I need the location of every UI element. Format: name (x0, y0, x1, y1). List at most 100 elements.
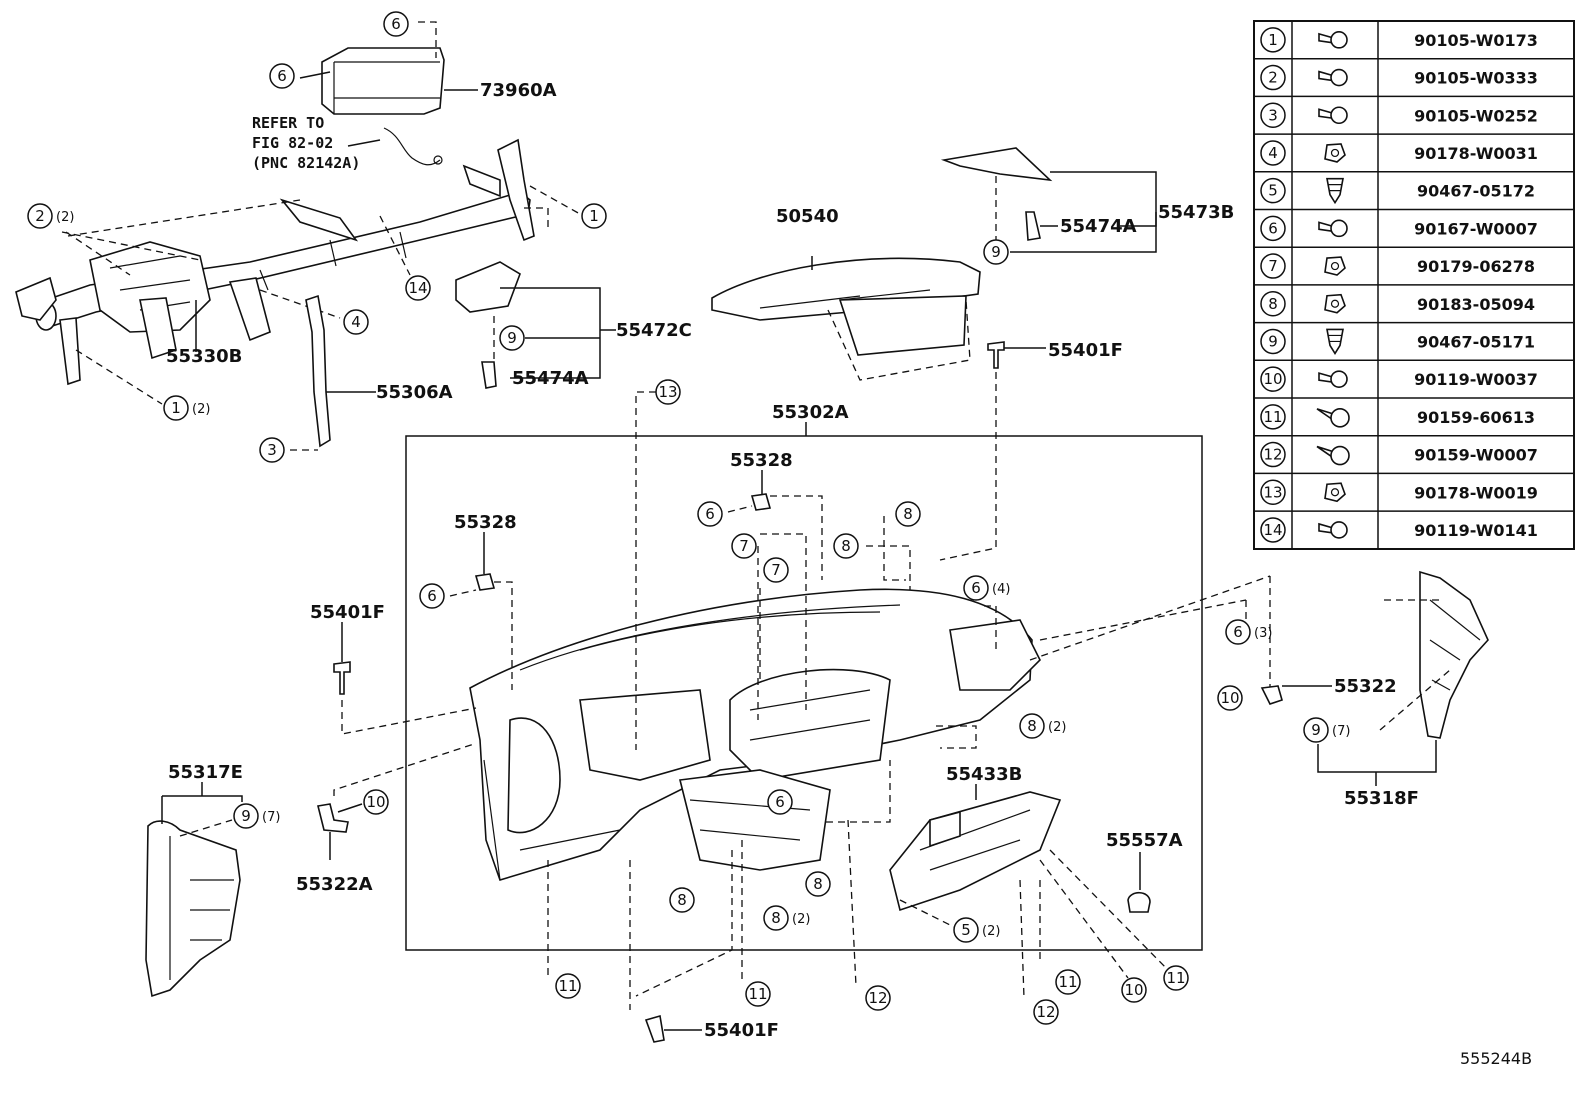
callout-c10c: 10 (1121, 977, 1147, 1003)
clip-55328-left (474, 573, 496, 591)
callout-number: 8 (677, 891, 687, 909)
airbag-sensor-assembly (321, 47, 445, 166)
clip-icon (1326, 328, 1344, 355)
callout-number: 12 (1036, 1003, 1055, 1021)
label-55401F-left: 55401F (310, 602, 385, 623)
callout-c2: 2(2) (27, 203, 74, 229)
button-55557A (1127, 891, 1151, 913)
svg-text:11: 11 (1263, 408, 1282, 426)
fastener-part-number: 90467-05172 (1417, 182, 1535, 201)
cover-55472C (455, 261, 521, 389)
callout-quantity: (2) (792, 912, 810, 927)
callout-c6e: 6(4) (963, 575, 1010, 601)
fastener-part-number: 90105-W0252 (1414, 106, 1538, 125)
callout-quantity: (2) (56, 210, 74, 225)
svg-text:12: 12 (1263, 446, 1282, 464)
callout-c11a: 11 (555, 973, 581, 999)
callout-quantity: (7) (262, 810, 280, 825)
screw-icon (1316, 408, 1350, 428)
callout-c11d: 11 (1163, 965, 1189, 991)
label-55557A: 55557A (1106, 830, 1183, 851)
callout-quantity: (3) (1254, 626, 1272, 641)
callout-number: 8 (903, 505, 913, 523)
callout-c6g: 6 (767, 789, 793, 815)
callout-c7b: 7 (763, 557, 789, 583)
callout-c10b: 10 (363, 789, 389, 815)
callout-quantity: (2) (1048, 720, 1066, 735)
svg-text:7: 7 (1268, 257, 1278, 275)
callout-number: 8 (813, 875, 823, 893)
reference-note-line3: (PNC 82142A) (252, 154, 360, 172)
callout-number: 6 (391, 15, 401, 33)
callout-number: 9 (241, 807, 251, 825)
svg-text:5: 5 (1268, 182, 1278, 200)
callout-c8a: 8 (895, 501, 921, 527)
callout-number: 8 (1027, 717, 1037, 735)
callout-c10a: 10 (1217, 685, 1243, 711)
figure-id: 555244B (1460, 1049, 1532, 1068)
callout-c11c: 11 (1055, 969, 1081, 995)
callout-number: 11 (748, 985, 767, 1003)
label-55328-left: 55328 (454, 512, 517, 533)
bolt-icon (1318, 219, 1348, 238)
label-55474A-lower: 55474A (512, 368, 589, 389)
callout-number: 6 (705, 505, 715, 523)
steering-support-reinforcement (15, 138, 535, 386)
fastener-row: 12 90159-W0007 (1260, 441, 1538, 468)
upper-panel-50540 (711, 257, 981, 356)
bolt-55401F-top (987, 341, 1005, 369)
bolt-icon (1318, 521, 1348, 539)
callout-number: 7 (739, 537, 749, 555)
svg-text:10: 10 (1263, 370, 1282, 388)
label-50540: 50540 (776, 206, 839, 227)
callout-c6f: 6 (3) (1225, 619, 1272, 645)
callout-c12b: 12 (1033, 999, 1059, 1025)
fastener-number: 12 (1260, 441, 1286, 468)
callout-c11b: 11 (745, 981, 771, 1007)
callout-c12a: 12 (865, 985, 891, 1011)
callout-c9c: 9 (7) (1303, 717, 1350, 743)
callout-number: 6 (1233, 623, 1243, 641)
fastener-row: 5 90467-05172 (1260, 177, 1535, 205)
reference-note-line1: REFER TO (252, 114, 324, 132)
fastener-number: 10 (1260, 366, 1286, 392)
nut-icon (1324, 482, 1346, 503)
callout-number: 11 (1058, 973, 1077, 991)
callout-c9d: 9 (7) (233, 803, 280, 829)
callout-c5: 5(2) (953, 917, 1000, 943)
callout-c3: 3 (259, 437, 285, 463)
label-55433B: 55433B (946, 764, 1022, 785)
callout-number: 11 (558, 977, 577, 995)
fastener-part-number: 90159-60613 (1417, 408, 1535, 427)
callout-number: 8 (771, 909, 781, 927)
glove-box-55433B (889, 791, 1062, 912)
callout-c6d: 6 (419, 583, 445, 609)
label-55322: 55322 (1334, 676, 1397, 697)
callout-number: 9 (1311, 721, 1321, 739)
callout-quantity: (7) (1332, 724, 1350, 739)
label-55401F-top: 55401F (1048, 340, 1123, 361)
callout-c6b: 6 (269, 63, 295, 89)
fastener-part-number: 90159-W0007 (1414, 446, 1538, 465)
callout-number: 10 (1124, 981, 1143, 999)
callout-c1a: 1 (581, 203, 607, 229)
callout-number: 6 (277, 67, 287, 85)
label-73960A: 73960A (480, 80, 557, 101)
fastener-number: 5 (1260, 177, 1286, 204)
label-55328-center: 55328 (730, 450, 793, 471)
vent-55473B (940, 147, 1053, 241)
nut-icon (1324, 293, 1346, 314)
bracket-55322 (1260, 685, 1283, 705)
svg-text:1: 1 (1268, 31, 1278, 49)
bolt-55401F-bottom (644, 1014, 665, 1043)
callout-c8e: 8 (805, 871, 831, 897)
